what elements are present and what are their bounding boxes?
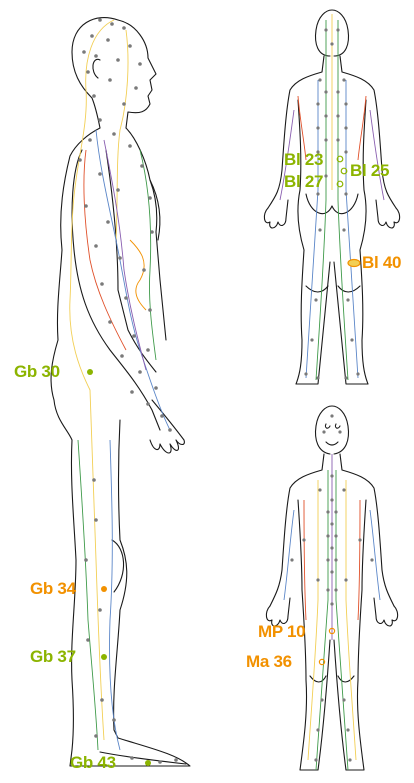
point-bl40 — [348, 260, 360, 267]
point-gb37 — [101, 654, 107, 660]
side-view-meridians — [70, 20, 170, 750]
front-view-labelled-points — [319, 628, 334, 664]
label-bl25: Bl 25 — [350, 162, 389, 180]
point-gb34 — [101, 586, 107, 592]
label-ma36: Ma 36 — [246, 653, 292, 671]
label-mp10: MP 10 — [258, 623, 305, 641]
label-gb34: Gb 34 — [30, 580, 76, 598]
point-gb30 — [87, 369, 93, 375]
label-bl40: Bl 40 — [362, 254, 401, 272]
label-gb37: Gb 37 — [30, 648, 76, 666]
label-gb43: Gb 43 — [70, 754, 116, 772]
label-bl23: Bl 23 — [284, 151, 323, 169]
label-gb30: Gb 30 — [14, 363, 60, 381]
back-view-meridians — [280, 14, 384, 380]
point-gb43 — [145, 760, 151, 766]
label-bl27: Bl 27 — [284, 173, 323, 191]
